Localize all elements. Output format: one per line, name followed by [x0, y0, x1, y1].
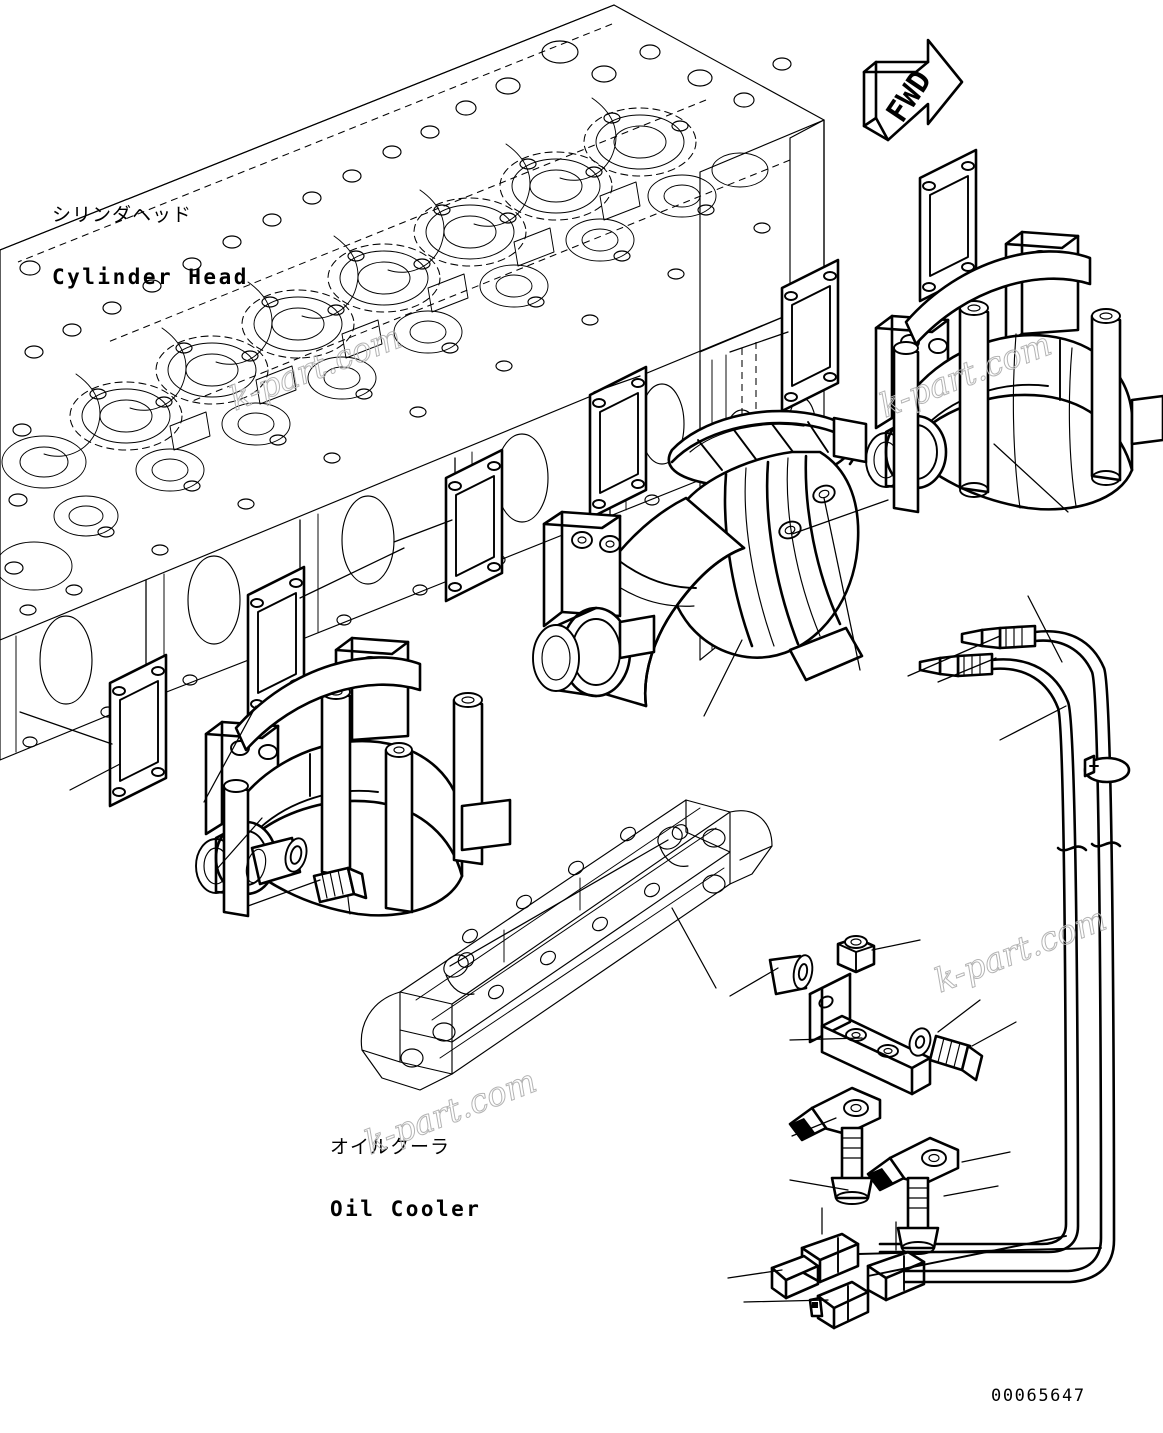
oil-cooler-label: オイルクーラ Oil Cooler — [330, 1094, 481, 1240]
bracket-nut — [836, 935, 876, 974]
gasket-group — [108, 148, 978, 808]
oil-cooler — [360, 799, 773, 1091]
connector-4 — [808, 1280, 870, 1330]
cylinder-head — [0, 4, 825, 761]
sensor-probe-upper — [960, 624, 1037, 650]
gasket-5 — [780, 258, 840, 413]
cylinder-head-label-jp: シリンダヘッド — [52, 204, 193, 226]
sensor-probe-lower — [918, 652, 994, 678]
fwd-arrow-icon: FWD — [862, 38, 964, 142]
gasket-4 — [588, 365, 648, 520]
cylinder-head-label: シリンダヘッド Cylinder Head — [52, 162, 249, 308]
bracket-washer — [908, 1027, 932, 1057]
collar-spacer — [768, 954, 814, 996]
oil-cooler-label-jp: オイルクーラ — [330, 1136, 451, 1158]
clamp-bolt-right — [896, 1176, 940, 1255]
terminal-clamp-right — [866, 1136, 960, 1192]
terminal-clamp-left — [788, 1086, 882, 1142]
clamp-bolt-left — [830, 1126, 874, 1205]
cylinder-head-label-en: Cylinder Head — [52, 265, 249, 289]
drawing-part-number: 00065647 — [991, 1386, 1086, 1406]
gasket-3 — [444, 448, 504, 603]
gasket-2 — [246, 565, 306, 720]
connector-3 — [866, 1250, 926, 1302]
manifold-bolt — [312, 866, 368, 904]
gasket-1 — [108, 653, 168, 808]
harness-bracket — [808, 972, 932, 1096]
leader-lines — [19, 331, 1069, 1303]
manifold-right — [865, 230, 1163, 514]
connector-2 — [770, 1254, 820, 1300]
spacer-sleeve — [245, 836, 308, 886]
oil-cooler-label-en: Oil Cooler — [330, 1197, 482, 1221]
harness-clip — [1083, 754, 1131, 784]
connector-1 — [800, 1232, 860, 1284]
manifold-center — [532, 409, 868, 708]
bracket-bolt — [928, 1034, 984, 1082]
sensor-harness — [878, 624, 1131, 1284]
